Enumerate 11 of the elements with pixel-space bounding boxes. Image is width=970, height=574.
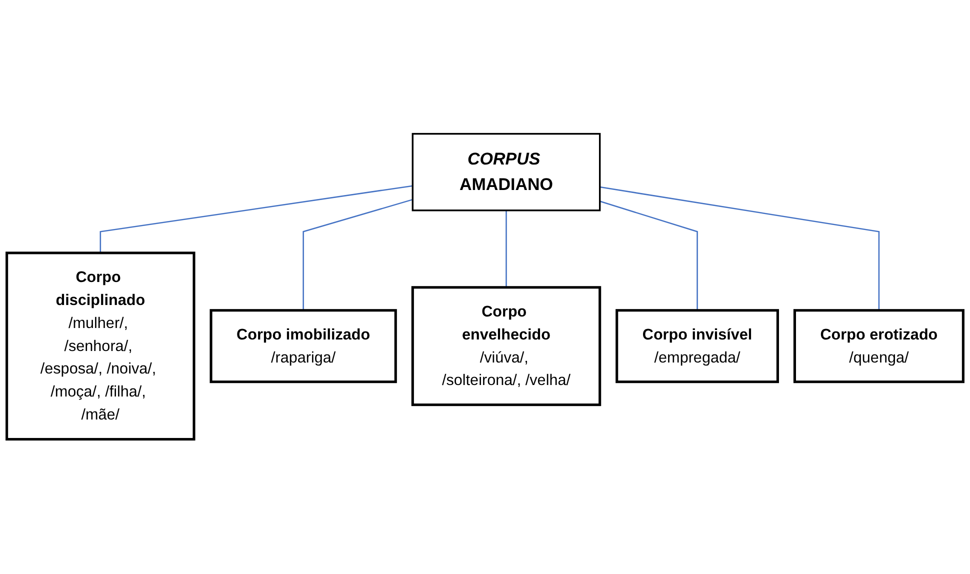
connector	[600, 186, 880, 311]
connector	[100, 186, 413, 254]
node-box: Corpo imobilizado /rapariga/	[210, 310, 397, 384]
node-box: Corpo erotizado /quenga/	[793, 310, 964, 384]
node-box: Corpo envelhecido /viúva/, /solteirona/, /velha/	[411, 286, 602, 407]
node-box: Corpo disciplinado /mulher/, /senhora/, /esposa/, /noiva/, /moça/, /filha/, /mãe/	[6, 252, 196, 441]
connector	[600, 201, 698, 311]
node-box: Corpo invisível /empregada/	[616, 310, 779, 384]
node-box: CORPUS AMADIANO	[412, 133, 601, 212]
connector	[302, 199, 413, 311]
connector	[506, 210, 507, 288]
